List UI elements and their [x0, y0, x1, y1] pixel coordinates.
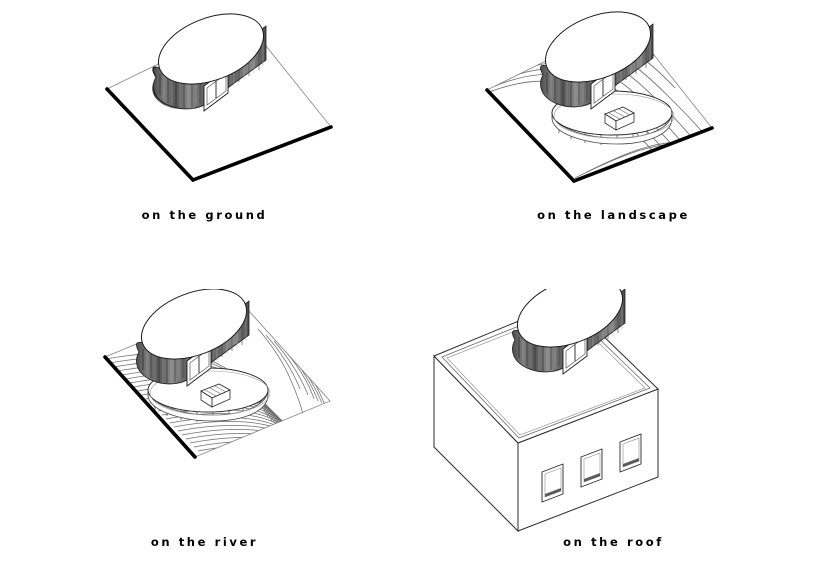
ground-shadow-edge-right — [191, 125, 333, 182]
lounge-chair — [604, 106, 635, 131]
window-sill-shade — [545, 488, 561, 497]
facade-windows — [541, 433, 642, 503]
panel-on-the-river: on the river — [0, 289, 409, 579]
deck-ring — [553, 93, 675, 139]
chair-front — [211, 389, 231, 408]
facade-window-2 — [580, 448, 603, 488]
caption-on-the-ground: on the ground — [141, 208, 268, 222]
window-sill-shade — [623, 458, 639, 467]
oval-pod — [152, 13, 267, 112]
oval-pod — [136, 289, 250, 387]
facade-window-3 — [619, 433, 642, 473]
oval-pod — [512, 289, 626, 375]
landscape-shadow-edge-right — [572, 126, 714, 183]
chair-slats — [204, 385, 227, 397]
deck-edge — [147, 388, 269, 422]
pod-roof-top — [157, 13, 265, 85]
chair-front — [615, 112, 635, 131]
facade-window-1 — [541, 463, 564, 503]
ground-plane — [105, 20, 333, 182]
panel-on-the-ground: on the ground — [0, 0, 409, 289]
figure-on-the-landscape — [485, 11, 714, 183]
caption-on-the-roof: on the roof — [563, 535, 664, 549]
caption-on-the-landscape: on the landscape — [537, 208, 690, 222]
figure-on-the-ground — [105, 13, 333, 182]
pod-roof-top — [516, 289, 624, 348]
pod-roof-top — [544, 11, 652, 83]
panel-on-the-roof: on the roof — [409, 289, 818, 579]
lounge-chair — [200, 383, 231, 408]
figure-on-the-river — [103, 289, 331, 459]
deck-ring — [149, 370, 271, 416]
window-sill-shade — [584, 473, 600, 482]
chair-slats — [608, 108, 631, 120]
panel-on-the-landscape: on the landscape — [409, 0, 818, 289]
ground-shadow-edge-left — [105, 87, 195, 182]
river-shadow-edge-left — [103, 355, 197, 459]
caption-on-the-river: on the river — [150, 535, 259, 549]
pod-roof-top — [140, 289, 248, 360]
figure-on-the-roof — [433, 289, 659, 533]
landscape-shadow-edge-left — [485, 88, 576, 183]
oval-pod — [540, 11, 654, 110]
deck-edge — [551, 111, 673, 145]
